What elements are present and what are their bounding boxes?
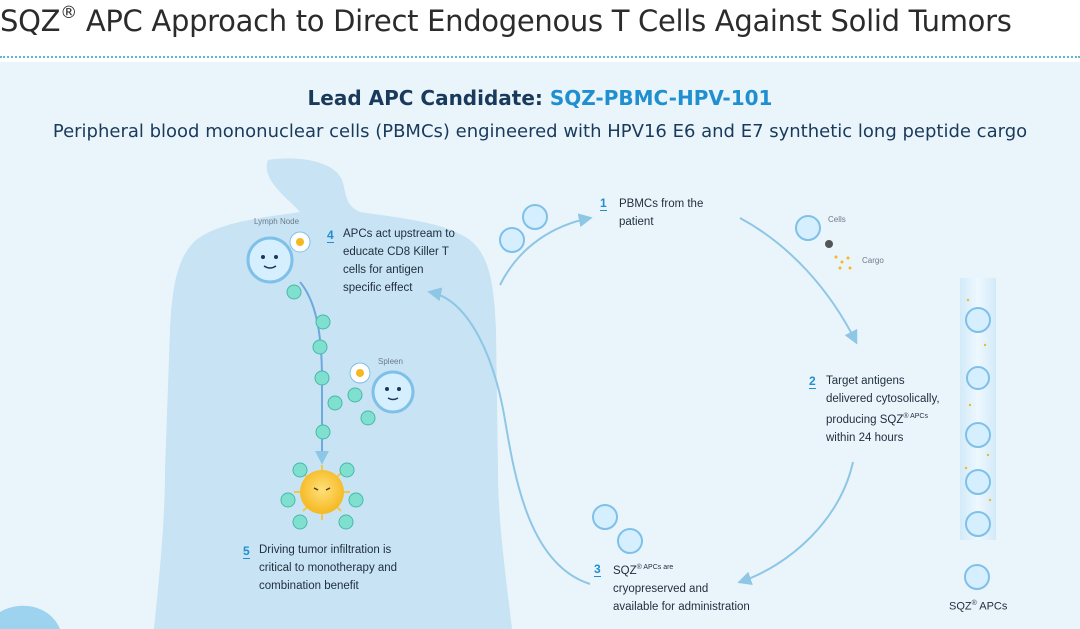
company-logo-shape <box>0 605 60 629</box>
plus-icon <box>825 240 833 248</box>
step-1-number: 1 <box>600 196 607 211</box>
slide-title: SQZ® APC Approach to Direct Endogenous T… <box>0 3 1012 38</box>
t-cells <box>286 284 376 440</box>
cargo-dots <box>834 255 852 270</box>
cycle-arrow-2 <box>739 217 858 345</box>
step-2-number: 2 <box>809 374 816 389</box>
lymph-node-label: Lymph Node <box>254 217 300 226</box>
subtitle: Peripheral blood mononuclear cells (PBMC… <box>52 121 1028 142</box>
spleen-cell <box>371 370 415 414</box>
step-3-number: 3 <box>594 562 601 577</box>
cell-icon <box>795 215 821 241</box>
pbmc-cells <box>499 204 548 253</box>
step-4-number: 4 <box>327 228 334 243</box>
tube-cells <box>965 307 991 537</box>
step-5-number: 5 <box>243 544 250 559</box>
spleen-label: Spleen <box>378 357 403 366</box>
cycle-arrow-1 <box>499 213 593 286</box>
human-body-silhouette <box>154 158 512 629</box>
title-divider <box>0 56 1080 58</box>
tumor-t-cells <box>280 462 364 530</box>
sqz-apcs-label: SQZ® APCs <box>949 600 1008 613</box>
apc-output-cell <box>964 564 990 590</box>
lead-candidate-heading: Lead APC Candidate: SQZ-PBMC-HPV-101 <box>307 86 773 110</box>
sqz-apc-cells <box>592 504 643 554</box>
cycle-arrow-3 <box>737 461 854 586</box>
lymph-node-cell <box>246 236 294 284</box>
candidate-name: SQZ-PBMC-HPV-101 <box>549 86 773 110</box>
tumor-icon <box>300 470 344 514</box>
cells-label: Cells <box>828 215 846 224</box>
cycle-arrow-4 <box>427 287 591 585</box>
cargo-label: Cargo <box>862 256 884 265</box>
tube-cargo-dots <box>964 298 992 502</box>
